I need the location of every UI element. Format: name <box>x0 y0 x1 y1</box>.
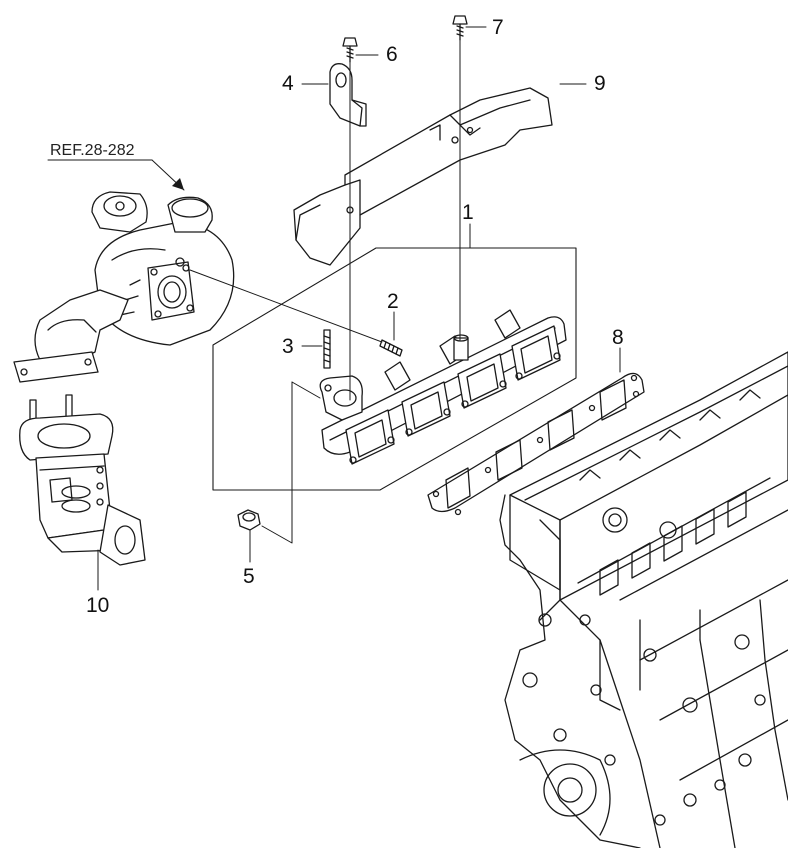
callout-5: 5 <box>243 565 255 588</box>
callout-4: 4 <box>282 72 294 95</box>
callout-9: 9 <box>594 72 606 95</box>
callout-1: 1 <box>462 201 474 224</box>
callout-8: 8 <box>612 326 624 349</box>
bolt-6 <box>342 37 358 63</box>
callout-10: 10 <box>86 594 110 617</box>
nut-5 <box>237 509 261 531</box>
heat-protector <box>293 87 553 266</box>
turbocharger <box>91 191 235 346</box>
catalytic-converter <box>13 289 146 566</box>
callout-3: 3 <box>282 335 294 358</box>
bolt-7 <box>452 15 468 41</box>
bracket <box>329 63 367 127</box>
stud-3 <box>323 329 331 369</box>
callout-7: 7 <box>492 16 504 39</box>
engine-block <box>499 351 788 848</box>
exhaust-manifold <box>319 309 567 465</box>
callout-2: 2 <box>387 290 399 313</box>
reference-label: REF.28-282 <box>50 142 135 159</box>
callout-6: 6 <box>386 43 398 66</box>
stud-2 <box>379 339 403 357</box>
manifold-gasket <box>427 372 645 516</box>
leader-lines <box>47 26 621 563</box>
